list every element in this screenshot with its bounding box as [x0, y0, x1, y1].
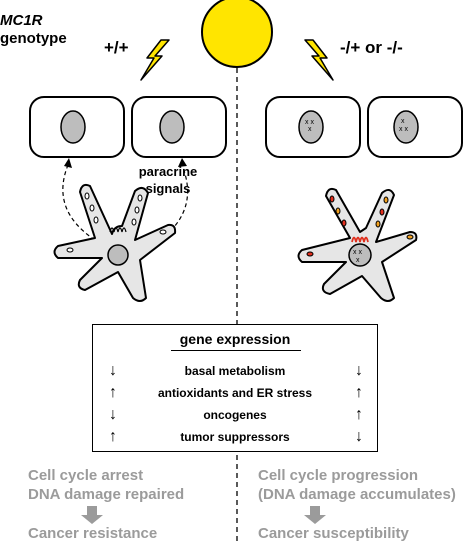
row-1-label: basal metabolism: [184, 364, 286, 378]
right-outcome-line1: Cell cycle progression: [258, 467, 419, 484]
left-outcome-arrow-icon: [81, 506, 103, 524]
dna-damage-marks-1: x x: [305, 119, 314, 126]
right-outcome-line2: (DNA damage accumulates): [258, 486, 456, 503]
melanocyte-right-dna-damage: x x: [353, 249, 362, 256]
sun-icon: [201, 0, 273, 68]
nucleus-left-2: [159, 110, 185, 144]
paracrine-arrowhead-right-icon: [178, 158, 187, 167]
paracrine-arrow-left: [62, 164, 96, 241]
genotype-label: MC1R genotype: [0, 12, 67, 48]
dna-damage-marks-2: x: [401, 118, 405, 125]
melanocyte-right-nucleus: [348, 243, 372, 267]
row-4-right-arrow: ↓: [355, 428, 363, 445]
melanocyte-left-nucleus: [107, 244, 129, 266]
melanin-granules-left: [66, 192, 167, 253]
dna-damage-marks-1b: x: [308, 126, 312, 133]
paracrine-label: paracrine signals: [122, 163, 214, 197]
nucleus-right-2: [393, 110, 419, 144]
melanocyte-right-dna-damage-b: x: [356, 257, 360, 264]
melanocyte-left: [53, 183, 177, 302]
row-1-right-arrow: ↓: [355, 362, 363, 379]
row-3-left-arrow: ↓: [109, 406, 117, 423]
right-outcome-result: Cancer susceptibility: [258, 525, 409, 542]
gene-expression-title: gene expression: [179, 331, 291, 347]
paracrine-line2: signals: [145, 181, 191, 196]
nucleus-right-1: [298, 110, 324, 144]
title-underline: [171, 350, 301, 351]
row-2-left-arrow: ↑: [109, 384, 117, 401]
row-2-right-arrow: ↑: [355, 384, 363, 401]
row-4-label: tumor suppressors: [180, 430, 290, 444]
right-genotype: -/+ or -/-: [340, 38, 403, 57]
right-uv-bolt-icon: [304, 39, 334, 81]
gene-name: MC1R: [0, 12, 43, 29]
left-uv-bolt-icon: [140, 39, 170, 81]
genotype-word: genotype: [0, 30, 67, 47]
nucleus-left-1: [60, 110, 86, 144]
right-outcome-arrow-icon: [304, 506, 326, 524]
row-3-label: oncogenes: [203, 408, 267, 422]
dendrite-tips-left: [109, 227, 127, 233]
left-outcome-line1: Cell cycle arrest: [28, 467, 144, 484]
left-genotype: +/+: [104, 38, 129, 57]
left-outcome-line2: DNA damage repaired: [28, 486, 185, 503]
row-4-left-arrow: ↑: [109, 428, 117, 445]
row-2-label: antioxidants and ER stress: [157, 386, 313, 400]
row-1-left-arrow: ↓: [109, 362, 117, 379]
paracrine-line1: paracrine: [138, 164, 198, 179]
gene-expression-box: gene expression ↓ basal metabolism ↓ ↑ a…: [92, 324, 378, 452]
red-melanin-cap-right: [351, 236, 369, 243]
melanin-granules-right: [306, 195, 414, 257]
dna-damage-marks-2b: x x: [399, 126, 408, 133]
paracrine-arrowhead-left-icon: [64, 158, 72, 168]
row-3-right-arrow: ↑: [355, 406, 363, 423]
left-outcome-result: Cancer resistance: [28, 525, 158, 542]
